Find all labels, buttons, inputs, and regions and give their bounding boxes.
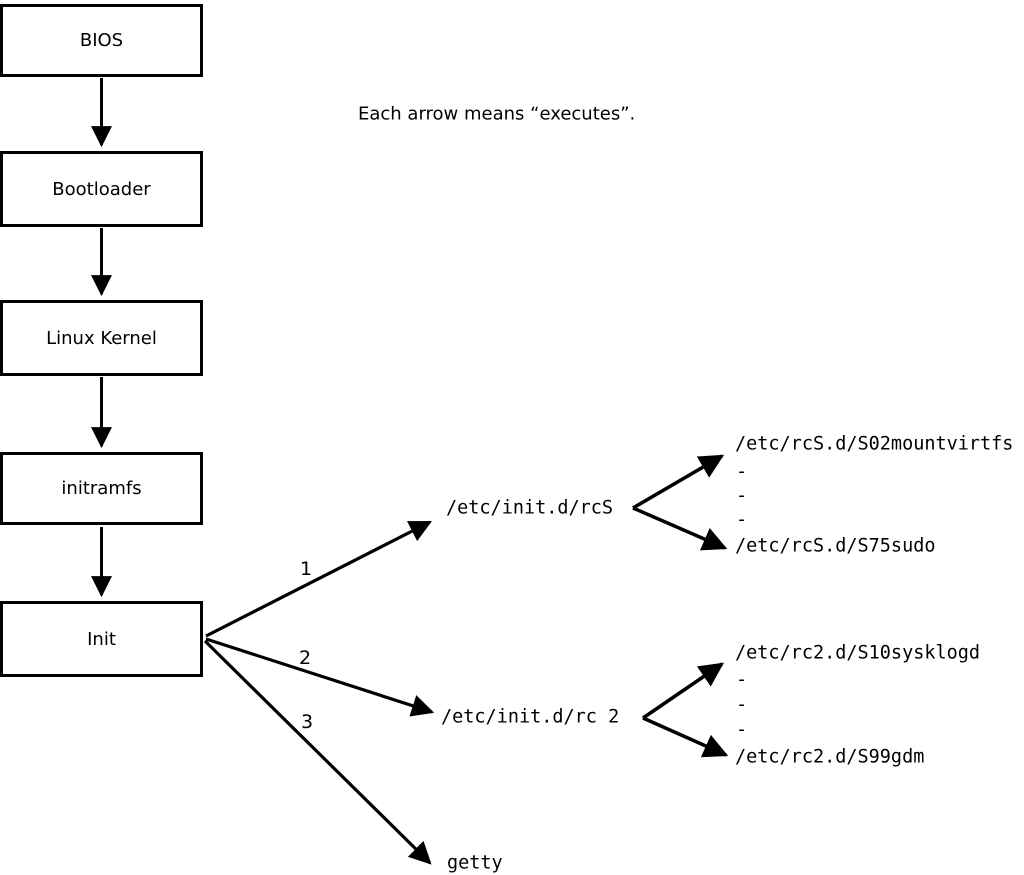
box-linux-kernel-label: Linux Kernel <box>46 327 157 349</box>
arrow-label-3: 3 <box>300 711 314 733</box>
box-initramfs: initramfs <box>0 452 203 525</box>
box-bios-label: BIOS <box>79 30 124 51</box>
arrow-init-to-rc2 <box>205 637 435 717</box>
rcS-script-dash-3: - <box>736 509 748 531</box>
arrow-label-2: 2 <box>298 647 312 669</box>
rcS-script-dash-1: - <box>736 461 748 483</box>
rcS-script-last: /etc/rcS.d/S75sudo <box>735 535 936 557</box>
arrow-rc2-to-last-script <box>642 716 729 758</box>
rc2-script-last: /etc/rc2.d/S99gdm <box>735 746 925 768</box>
rc2-script-dash-2: - <box>736 694 748 716</box>
target-rcS: /etc/init.d/rcS <box>446 497 614 519</box>
box-bootloader-label: Bootloader <box>52 178 151 200</box>
box-bios: BIOS <box>0 4 203 77</box>
rcS-script-first: /etc/rcS.d/S02mountvirtfs <box>735 433 1014 455</box>
rcS-script-dash-2: - <box>736 485 748 507</box>
arrow-init-to-rcS <box>205 520 432 638</box>
arrow-rcS-to-first-script <box>632 454 725 510</box>
rc2-script-dash-3: - <box>736 719 748 741</box>
arrow-rc2-to-first-script <box>642 662 725 720</box>
box-init-label: Init <box>87 628 116 650</box>
target-getty: getty <box>447 852 503 874</box>
rc2-script-dash-1: - <box>736 669 748 691</box>
arrow-rcS-to-last-script <box>632 506 728 551</box>
box-linux-kernel: Linux Kernel <box>0 300 203 376</box>
box-init: Init <box>0 601 203 677</box>
rc2-script-first: /etc/rc2.d/S10sysklogd <box>735 642 981 664</box>
arrow-label-1: 1 <box>299 558 313 580</box>
box-initramfs-label: initramfs <box>61 478 142 499</box>
target-rc2: /etc/init.d/rc 2 <box>441 706 620 728</box>
arrow-init-to-getty <box>203 639 432 865</box>
box-bootloader: Bootloader <box>0 151 203 227</box>
diagram-caption: Each arrow means “executes”. <box>358 103 636 125</box>
